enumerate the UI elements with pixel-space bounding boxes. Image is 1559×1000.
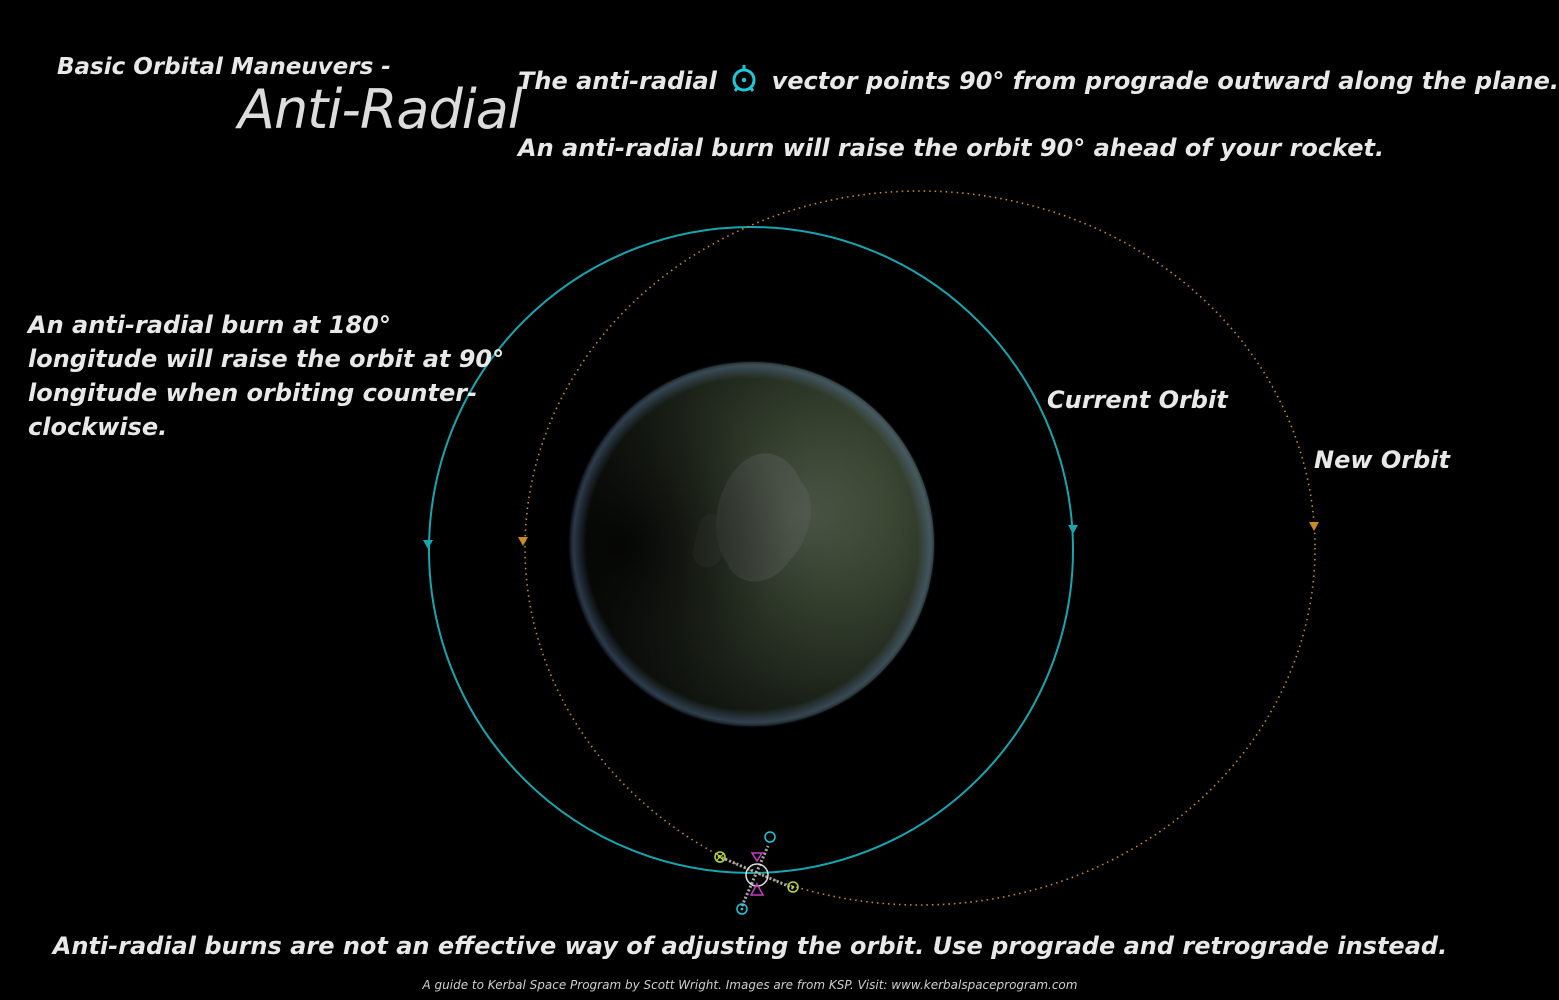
anti-normal-marker-icon [750, 852, 764, 863]
current-orbit-marker-left [423, 540, 433, 549]
credit-line: A guide to Kerbal Space Program by Scott… [422, 978, 1078, 992]
description-line-1-before: The anti-radial [518, 67, 717, 95]
prograde-marker-icon [787, 881, 799, 893]
radial-marker-icon [736, 903, 748, 915]
new-orbit-label: New Orbit [1314, 446, 1451, 474]
new-orbit-marker-left [518, 537, 528, 546]
planet-kerbin [568, 360, 936, 728]
side-note: An anti-radial burn at 180° longitude wi… [28, 311, 505, 441]
page-title: Anti-Radial [238, 78, 523, 141]
current-orbit-marker-right [1068, 525, 1078, 534]
anti-radial-marker-icon [732, 65, 756, 92]
description-line-1: The anti-radial vector points 90° from p… [518, 65, 1559, 98]
anti-radial-marker-icon [764, 831, 776, 843]
normal-marker-icon [749, 882, 765, 896]
new-orbit-line [524, 190, 1316, 906]
orbit-diagram [423, 190, 1319, 915]
new-orbit-marker-right [1309, 522, 1319, 531]
footer-note: Anti-radial burns are not an effective w… [52, 932, 1448, 960]
current-orbit-label: Current Orbit [1047, 386, 1228, 414]
ship-navball-markers [714, 831, 799, 915]
subtitle: Basic Orbital Maneuvers - [57, 54, 391, 80]
current-orbit-line [428, 226, 1074, 874]
description-line-1-after: vector points 90° from prograde outward … [771, 67, 1559, 95]
retrograde-marker-icon [714, 851, 726, 863]
description-line-2: An anti-radial burn will raise the orbit… [518, 134, 1385, 162]
diagram-canvas: Basic Orbital Maneuvers - Anti-Radial Th… [28, 54, 1559, 992]
